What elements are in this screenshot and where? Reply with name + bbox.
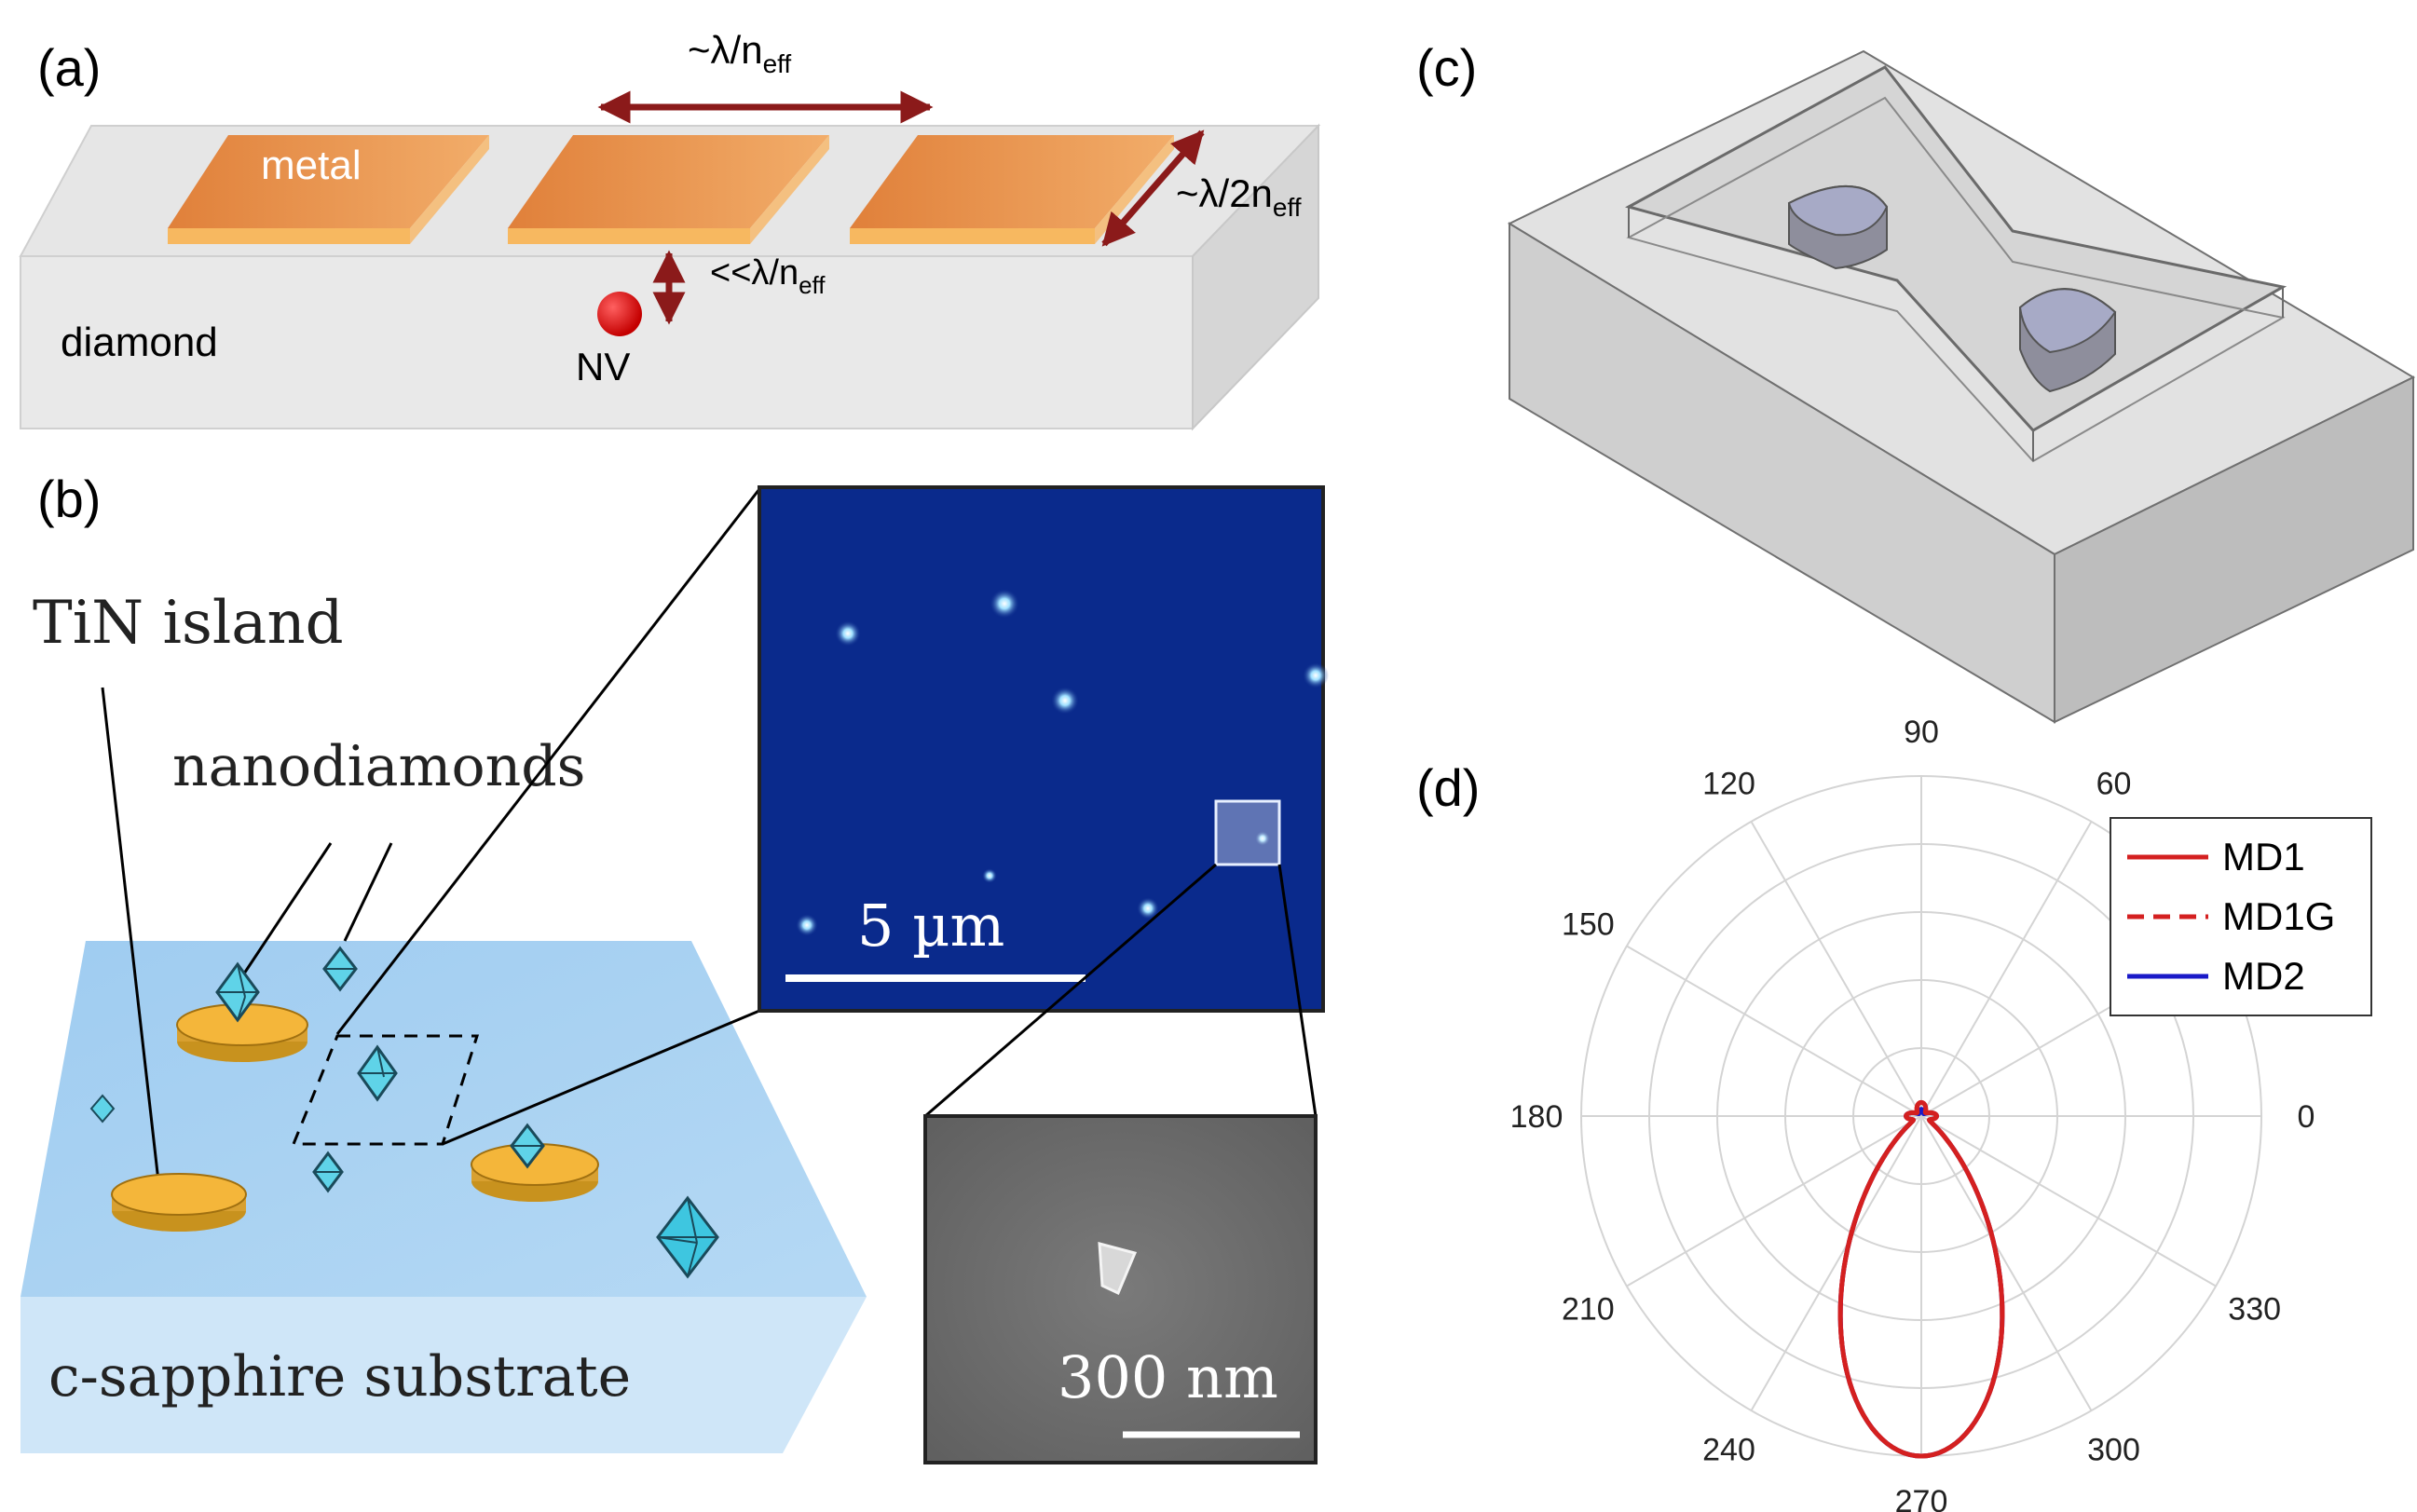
polar-spoke	[1920, 1115, 2093, 1411]
angle-tick-label: 60	[2096, 766, 2132, 801]
panel-d-tag: (d)	[1416, 758, 1480, 817]
nanodiamond	[312, 1151, 344, 1193]
emitter-spot	[796, 914, 818, 936]
width-arrow	[1101, 129, 1205, 247]
block-right	[2054, 375, 2414, 724]
width-label: ~λ/2neff	[1176, 171, 1302, 222]
fluorescence-spots	[796, 589, 1329, 936]
triangular-pillar	[1787, 185, 1889, 270]
series-line-md1	[1837, 1099, 2005, 1459]
nv-center	[597, 292, 642, 336]
zoom-box	[1214, 799, 1281, 866]
zoom-line	[924, 863, 1217, 1118]
angle-tick-label: 150	[1562, 907, 1615, 943]
nano-pointer	[343, 842, 393, 942]
emitter-spot	[835, 620, 861, 647]
angle-tick-label: 210	[1562, 1292, 1615, 1328]
emitter-spot	[1051, 687, 1079, 715]
metal-label: metal	[261, 143, 362, 188]
substrate-top	[20, 941, 867, 1297]
triangular-pillar	[2018, 288, 2117, 393]
panel-a-tag: (a)	[37, 38, 101, 97]
tin-pointer	[101, 687, 160, 1182]
angle-tick-label: 270	[1895, 1484, 1948, 1512]
zoom-line	[442, 1009, 760, 1146]
scale-label-fluor: 5 µm	[857, 892, 1004, 960]
sem-particle	[1098, 1242, 1138, 1296]
metal-stripe	[508, 135, 829, 244]
tin-island	[111, 1173, 247, 1232]
panel-a: (a) metal ~λ/neff ~λ/2neff <<λ/neff	[19, 28, 1321, 431]
legend-label: MD2	[2222, 954, 2305, 998]
polar-chart: 0306090120150180210240270300330MD1MD1GMD…	[1510, 715, 2372, 1512]
nano-label: nanodiamonds	[172, 734, 585, 799]
emitter-spot	[1255, 831, 1270, 846]
scale-label-sem: 300 nm	[1058, 1343, 1278, 1411]
tin-island	[471, 1143, 599, 1202]
angle-tick-label: 300	[2087, 1433, 2140, 1468]
angle-tick-label: 90	[1904, 715, 1939, 750]
polar-spoke	[1750, 821, 1922, 1117]
period-label: ~λ/neff	[688, 28, 791, 78]
nanodiamond	[89, 1094, 116, 1124]
polar-spoke	[1920, 1115, 2217, 1287]
substrate-label: c-sapphire substrate	[48, 1344, 631, 1410]
nanodiamond	[510, 1123, 545, 1169]
panel-b: (b) c-sapphire substrate TiN island nano…	[20, 470, 1329, 1464]
emitter-spot	[1137, 897, 1159, 919]
angle-tick-label: 180	[1510, 1099, 1564, 1135]
depth-label: <<λ/neff	[710, 253, 826, 299]
nv-label: NV	[576, 345, 630, 388]
legend-label: MD1	[2222, 835, 2305, 879]
emitter-spot	[1303, 662, 1329, 688]
nanodiamond	[215, 961, 260, 1023]
emitter-spot	[990, 589, 1019, 619]
nanodiamond	[656, 1195, 719, 1279]
tin-label: TiN island	[33, 589, 344, 658]
angle-tick-label: 120	[1702, 766, 1755, 801]
diamond-slab-side	[1192, 123, 1319, 431]
polar-spoke	[1626, 945, 1922, 1117]
panel-c: (c)	[1416, 38, 2416, 724]
zoom-line	[1277, 864, 1318, 1117]
nanodiamond	[357, 1044, 398, 1102]
panel-c-tag: (c)	[1416, 38, 1477, 97]
angle-tick-label: 330	[2228, 1292, 2281, 1328]
panel-b-tag: (b)	[37, 470, 101, 528]
legend-label: MD1G	[2222, 894, 2335, 938]
polar-spoke	[1920, 821, 2093, 1117]
angle-tick-label: 0	[2298, 1099, 2315, 1135]
fluorescence-image	[758, 485, 1325, 1013]
angle-tick-label: 240	[1702, 1433, 1755, 1468]
substrate-front	[20, 1297, 867, 1453]
diamond-label: diamond	[61, 320, 218, 365]
panel-d: (d) 0306090120150180210240270300330MD1MD…	[1416, 715, 2372, 1512]
polar-spoke	[1626, 1115, 1922, 1287]
metal-stripe	[168, 135, 489, 244]
nanodiamond	[322, 946, 358, 992]
zoom-line	[335, 488, 761, 1035]
polar-spoke	[1750, 1115, 1922, 1411]
emitter-spot	[982, 868, 997, 883]
nano-pointer	[240, 842, 333, 977]
